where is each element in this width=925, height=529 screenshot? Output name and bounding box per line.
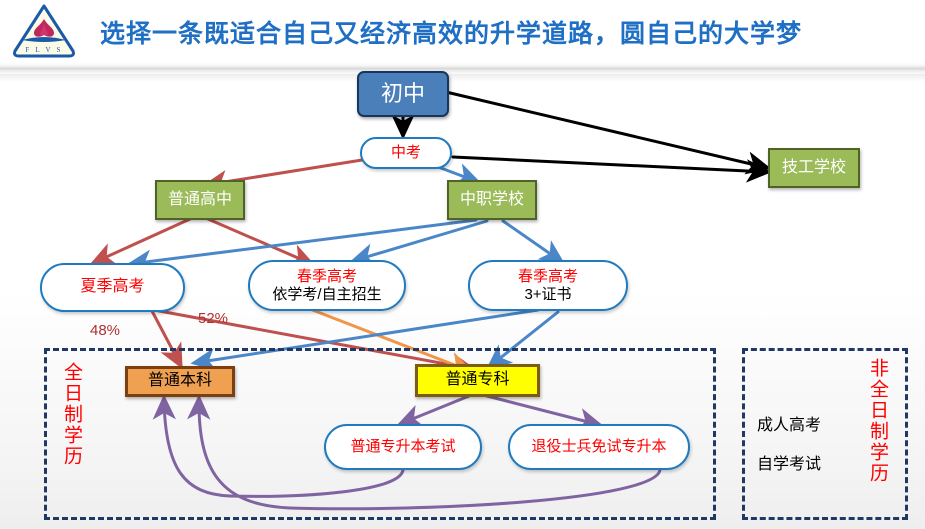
node-regular-high-school[interactable]: 普通高中	[155, 180, 245, 220]
node-summer-gaokao[interactable]: 夏季高考	[40, 263, 185, 312]
node-undergraduate[interactable]: 普通本科	[125, 366, 235, 397]
node-zhuanshengben-exam[interactable]: 普通专升本考试	[324, 424, 482, 470]
node-veteran-exempt-zhuanshengben-label: 退役士兵免试专升本	[531, 438, 667, 456]
node-summer-gaokao-label: 夏季高考	[80, 278, 145, 296]
node-vocational-school[interactable]: 中职学校	[447, 180, 537, 220]
node-spring-gaokao-3plus-label: 春季高考	[517, 268, 578, 286]
node-spring-gaokao-xuekao-label: 春季高考	[296, 268, 357, 286]
node-spring-gaokao-xuekao[interactable]: 春季高考 依学考/自主招生	[248, 260, 406, 311]
panel-part-time-education	[742, 348, 908, 520]
panel-full-time-label: 全日制学历	[61, 362, 82, 467]
school-logo-icon: F L V S	[10, 3, 78, 60]
node-vocational-school-label: 中职学校	[459, 190, 524, 208]
edge-label-52-percent: 52%	[198, 310, 229, 327]
page-title: 选择一条既适合自己又经济高效的升学道路，圆自己的大学梦	[100, 20, 803, 48]
node-zhongkao-label: 中考	[390, 144, 421, 162]
node-undergraduate-label: 普通本科	[147, 372, 212, 390]
slide-header: F L V S 选择一条既适合自己又经济高效的升学道路，圆自己的大学梦	[0, 0, 925, 62]
part-time-item-adult-exam: 成人高考	[757, 417, 822, 434]
node-zhongkao[interactable]: 中考	[360, 137, 452, 169]
node-spring-gaokao-3plus-sublabel: 3+证书	[524, 285, 572, 303]
panel-part-time-label: 非全日制学历	[867, 358, 888, 484]
part-time-item-self-study-exam: 自学考试	[757, 456, 822, 473]
node-junior-college[interactable]: 普通专科	[415, 364, 540, 397]
edge-label-48-percent: 48%	[90, 322, 121, 339]
node-junior-high[interactable]: 初中	[357, 71, 449, 117]
node-technician-school[interactable]: 技工学校	[768, 148, 860, 188]
node-regular-high-school-label: 普通高中	[167, 190, 232, 208]
node-junior-high-label: 初中	[380, 81, 425, 107]
node-spring-gaokao-3plus[interactable]: 春季高考 3+证书	[468, 260, 628, 311]
node-zhuanshengben-exam-label: 普通专升本考试	[350, 438, 456, 456]
svg-text:F L V S: F L V S	[25, 46, 62, 54]
node-spring-gaokao-xuekao-sublabel: 依学考/自主招生	[272, 285, 382, 303]
node-veteran-exempt-zhuanshengben[interactable]: 退役士兵免试专升本	[508, 424, 690, 470]
header-divider	[0, 62, 925, 74]
node-junior-college-label: 普通专科	[445, 371, 510, 389]
panel-full-time-education	[44, 348, 716, 520]
node-technician-school-label: 技工学校	[781, 158, 846, 176]
header-shadow	[0, 74, 925, 82]
